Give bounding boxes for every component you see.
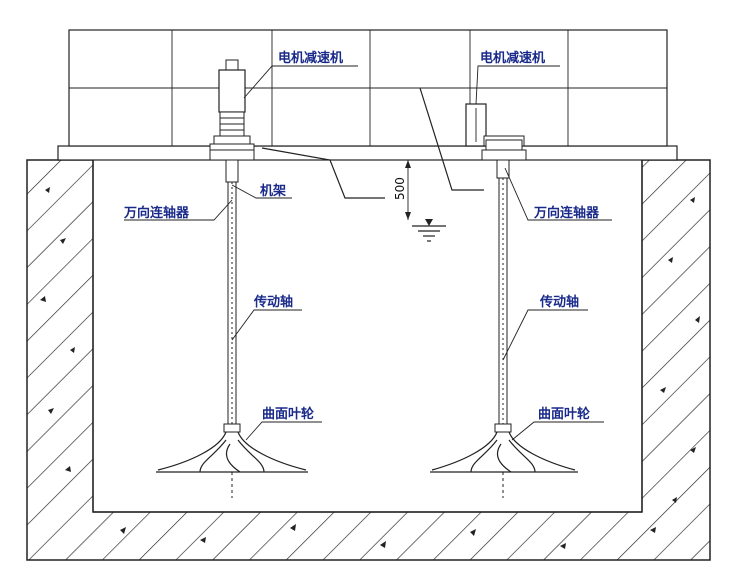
left-drive-shaft bbox=[227, 181, 237, 425]
aggregate-specks bbox=[40, 187, 700, 549]
top-slab bbox=[57, 145, 678, 161]
labels: 电机减速机 电机减速机 机架 万向连轴器 万向连轴器 传动轴 传动轴 曲面叶轮 … bbox=[123, 50, 600, 422]
label-motor-reducer-left: 电机减速机 bbox=[278, 50, 343, 66]
label-universal-coupling-left: 万向连轴器 bbox=[123, 205, 190, 221]
right-drive-shaft bbox=[498, 177, 508, 425]
label-motor-reducer-right: 电机减速机 bbox=[480, 50, 545, 66]
leader-lines bbox=[124, 65, 612, 441]
depth-value: 500 bbox=[393, 177, 407, 200]
label-frame: 机架 bbox=[260, 183, 286, 199]
left-impeller bbox=[156, 423, 308, 498]
left-coupling bbox=[225, 159, 239, 183]
label-impeller-left: 曲面叶轮 bbox=[262, 406, 314, 422]
upper-grid bbox=[68, 29, 668, 147]
water-level-symbol bbox=[412, 219, 446, 242]
label-drive-shaft-left: 传动轴 bbox=[253, 294, 293, 310]
depth-dimension: 500 bbox=[393, 159, 412, 220]
left-mixer bbox=[156, 59, 308, 498]
label-drive-shaft-right: 传动轴 bbox=[539, 294, 579, 310]
label-universal-coupling-right: 万向连轴器 bbox=[533, 205, 600, 221]
right-mixer bbox=[430, 103, 578, 498]
label-impeller-right: 曲面叶轮 bbox=[538, 406, 590, 422]
right-coupling bbox=[496, 159, 510, 179]
frame-beam bbox=[261, 87, 484, 199]
right-impeller bbox=[430, 423, 578, 498]
left-motor-reducer bbox=[209, 59, 255, 161]
